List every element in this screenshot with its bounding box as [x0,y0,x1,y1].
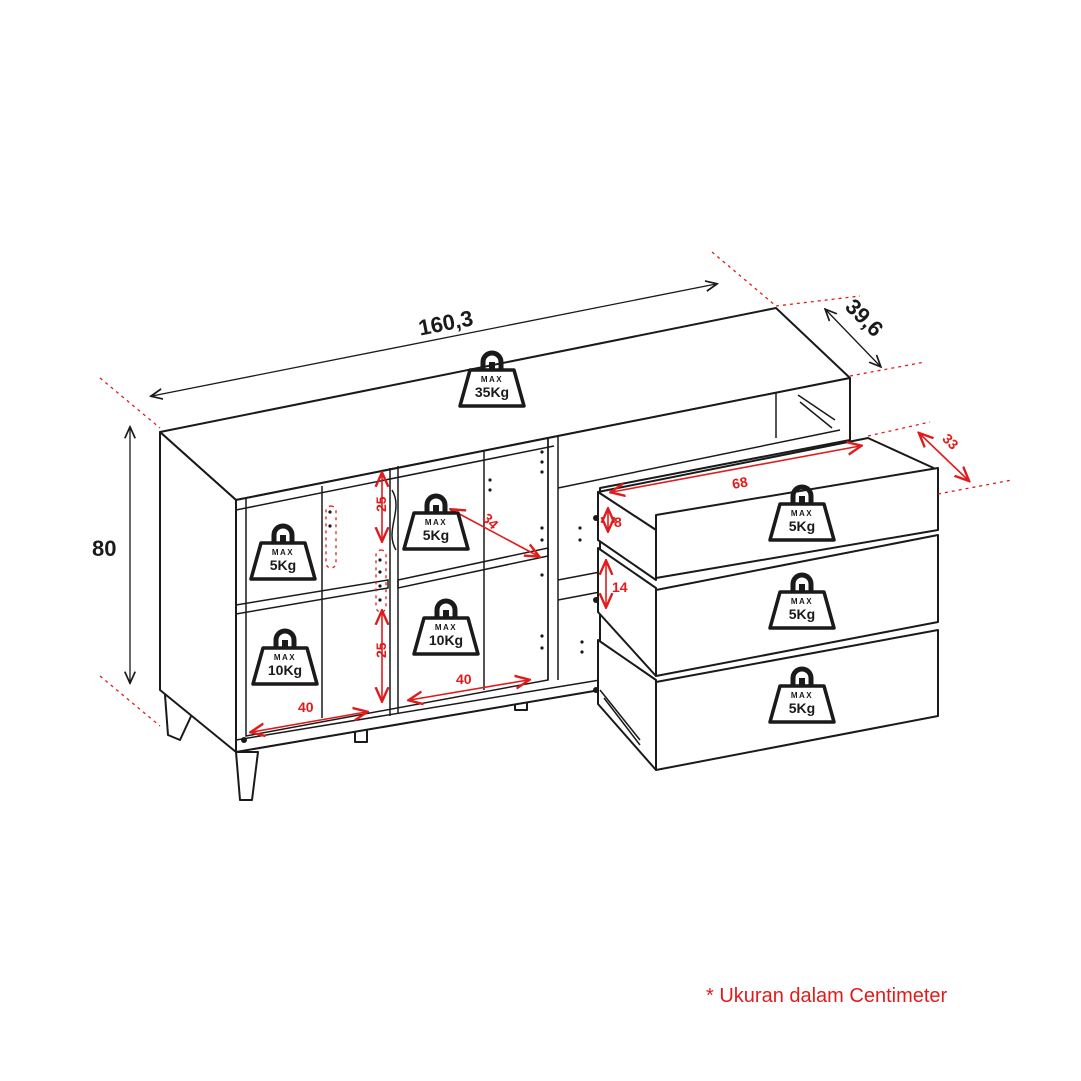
weight-max-label: MAX [791,691,813,700]
interior-dimension-lines [252,446,860,732]
drawer-top-height-label: 8 [614,514,622,530]
drawer-width-label: 68 [731,473,749,491]
dimension-lines [99,251,1013,727]
weight-value-label: 35Kg [475,384,509,400]
weight-value-label: 5Kg [789,606,815,622]
weight-max-label: MAX [481,375,503,384]
drawers [593,437,939,771]
drawer-depth-label: 33 [939,430,961,452]
weight-value-label: 10Kg [429,632,463,648]
weight-value-label: 10Kg [268,662,302,678]
leg-front-left [235,751,259,801]
weight-max-label: MAX [272,548,294,557]
drawer-mid-height-label: 14 [612,579,628,595]
height-label: 80 [92,536,116,561]
weight-max-label: MAX [274,653,296,662]
weight-max-label: MAX [435,623,457,632]
weight-value-label: 5Kg [789,518,815,534]
width-label: 160,3 [416,305,475,340]
weight-max-label: MAX [425,518,447,527]
weight-value-label: 5Kg [423,527,449,543]
weight-icons: MAX35KgMAX5KgMAX10KgMAX5KgMAX10KgMAX5KgM… [249,350,836,724]
depth-label: 39,6 [840,294,888,342]
left-lower-height-label: 25 [373,642,389,658]
weight-max-label: MAX [791,509,813,518]
weight-value-label: 5Kg [789,700,815,716]
left-upper-height-label: 25 [373,496,389,512]
left-width-label: 40 [298,699,314,715]
weight-max-label: MAX [791,597,813,606]
units-note: * Ukuran dalam Centimeter [706,985,948,1007]
weight-value-label: 5Kg [270,557,296,573]
mid-width-label: 40 [456,671,472,687]
